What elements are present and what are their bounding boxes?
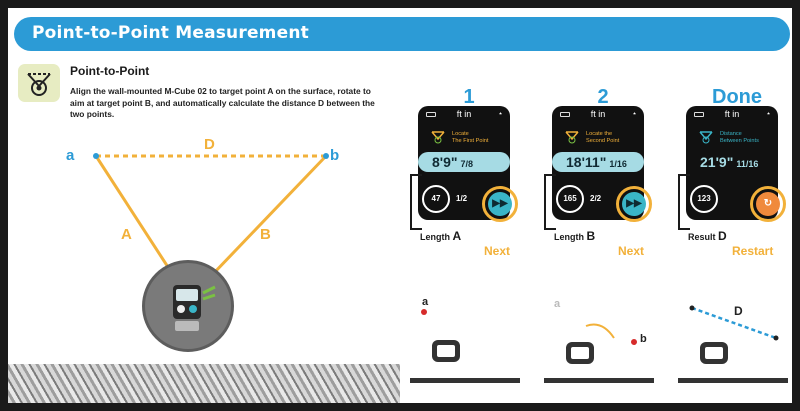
mini-point-a: a: [554, 298, 561, 310]
floor-line-2: [544, 378, 654, 383]
mini-illustration-1: a: [410, 294, 520, 384]
tutorial-frame: Point-to-Point Measurement Point-to-Poin…: [8, 8, 792, 403]
point-b-label: b: [330, 147, 340, 164]
step-title-done: Done: [712, 86, 762, 108]
length-bracket: [410, 174, 422, 230]
mini-illustration-2: a b: [544, 294, 654, 384]
mini-point-b: b: [640, 333, 647, 345]
intro-description: Align the wall-mounted M-Cube 02 to targ…: [70, 86, 375, 119]
angle-readout: 165: [556, 185, 584, 213]
next-label-2: Next: [618, 244, 645, 258]
point-b-dot: [323, 153, 329, 159]
locate-icon: [431, 131, 445, 144]
next-label-1: Next: [484, 244, 511, 258]
bluetooth-icon: ⋆: [765, 109, 771, 118]
battery-icon: [560, 112, 570, 117]
next-icon: ▶▶: [488, 192, 512, 216]
step-title-2: 2: [597, 86, 609, 108]
distance-icon: [699, 131, 713, 144]
mini-point-a: a: [422, 296, 429, 308]
next-button-1[interactable]: ▶▶: [482, 186, 518, 222]
result-caption: Result D: [688, 229, 727, 243]
battery-icon: [426, 112, 436, 117]
bluetooth-icon: ⋆: [497, 109, 503, 118]
bluetooth-icon: ⋆: [631, 109, 637, 118]
next-button-2[interactable]: ▶▶: [616, 186, 652, 222]
result-bracket: [678, 174, 690, 230]
mini-distance-label: D: [734, 304, 743, 318]
battery-icon: [694, 112, 704, 117]
floor-line-1: [410, 378, 520, 383]
m-cube-device: [142, 260, 234, 352]
edge-a-label: A: [121, 226, 132, 243]
page-indicator: 2/2: [590, 194, 602, 203]
unit-label: ft in: [456, 109, 472, 119]
unit-label: ft in: [724, 109, 740, 119]
point-a-dot: [93, 153, 99, 159]
measurement-value: 8'9"7/8: [418, 152, 510, 172]
restart-button[interactable]: ↻: [750, 186, 786, 222]
intro-heading: Point-to-Point: [70, 64, 150, 78]
length-bracket: [544, 174, 556, 230]
floor-line-3: [678, 378, 788, 383]
point-a-label: a: [66, 147, 75, 164]
restart-icon: ↻: [756, 192, 780, 216]
angle-readout: 47: [422, 185, 450, 213]
unit-label: ft in: [590, 109, 606, 119]
page-title: Point-to-Point Measurement: [32, 23, 309, 43]
length-caption: Length B: [554, 229, 596, 243]
title-banner: Point-to-Point Measurement: [14, 17, 790, 51]
edge-b-label: B: [260, 226, 271, 243]
mini-illustration-done: D: [678, 294, 788, 384]
length-caption: Length A: [420, 229, 462, 243]
restart-label: Restart: [732, 244, 774, 258]
wall-texture: [8, 364, 400, 403]
angle-readout: 123: [690, 185, 718, 213]
next-icon: ▶▶: [622, 192, 646, 216]
locate-icon: [565, 131, 579, 144]
step-title-1: 1: [463, 86, 475, 108]
measurement-value: 18'11"1/16: [552, 152, 644, 172]
result-value: 21'9"11/16: [700, 154, 759, 170]
distance-label: D: [204, 136, 215, 153]
point-to-point-icon: [18, 64, 60, 102]
page-indicator: 1/2: [456, 194, 468, 203]
